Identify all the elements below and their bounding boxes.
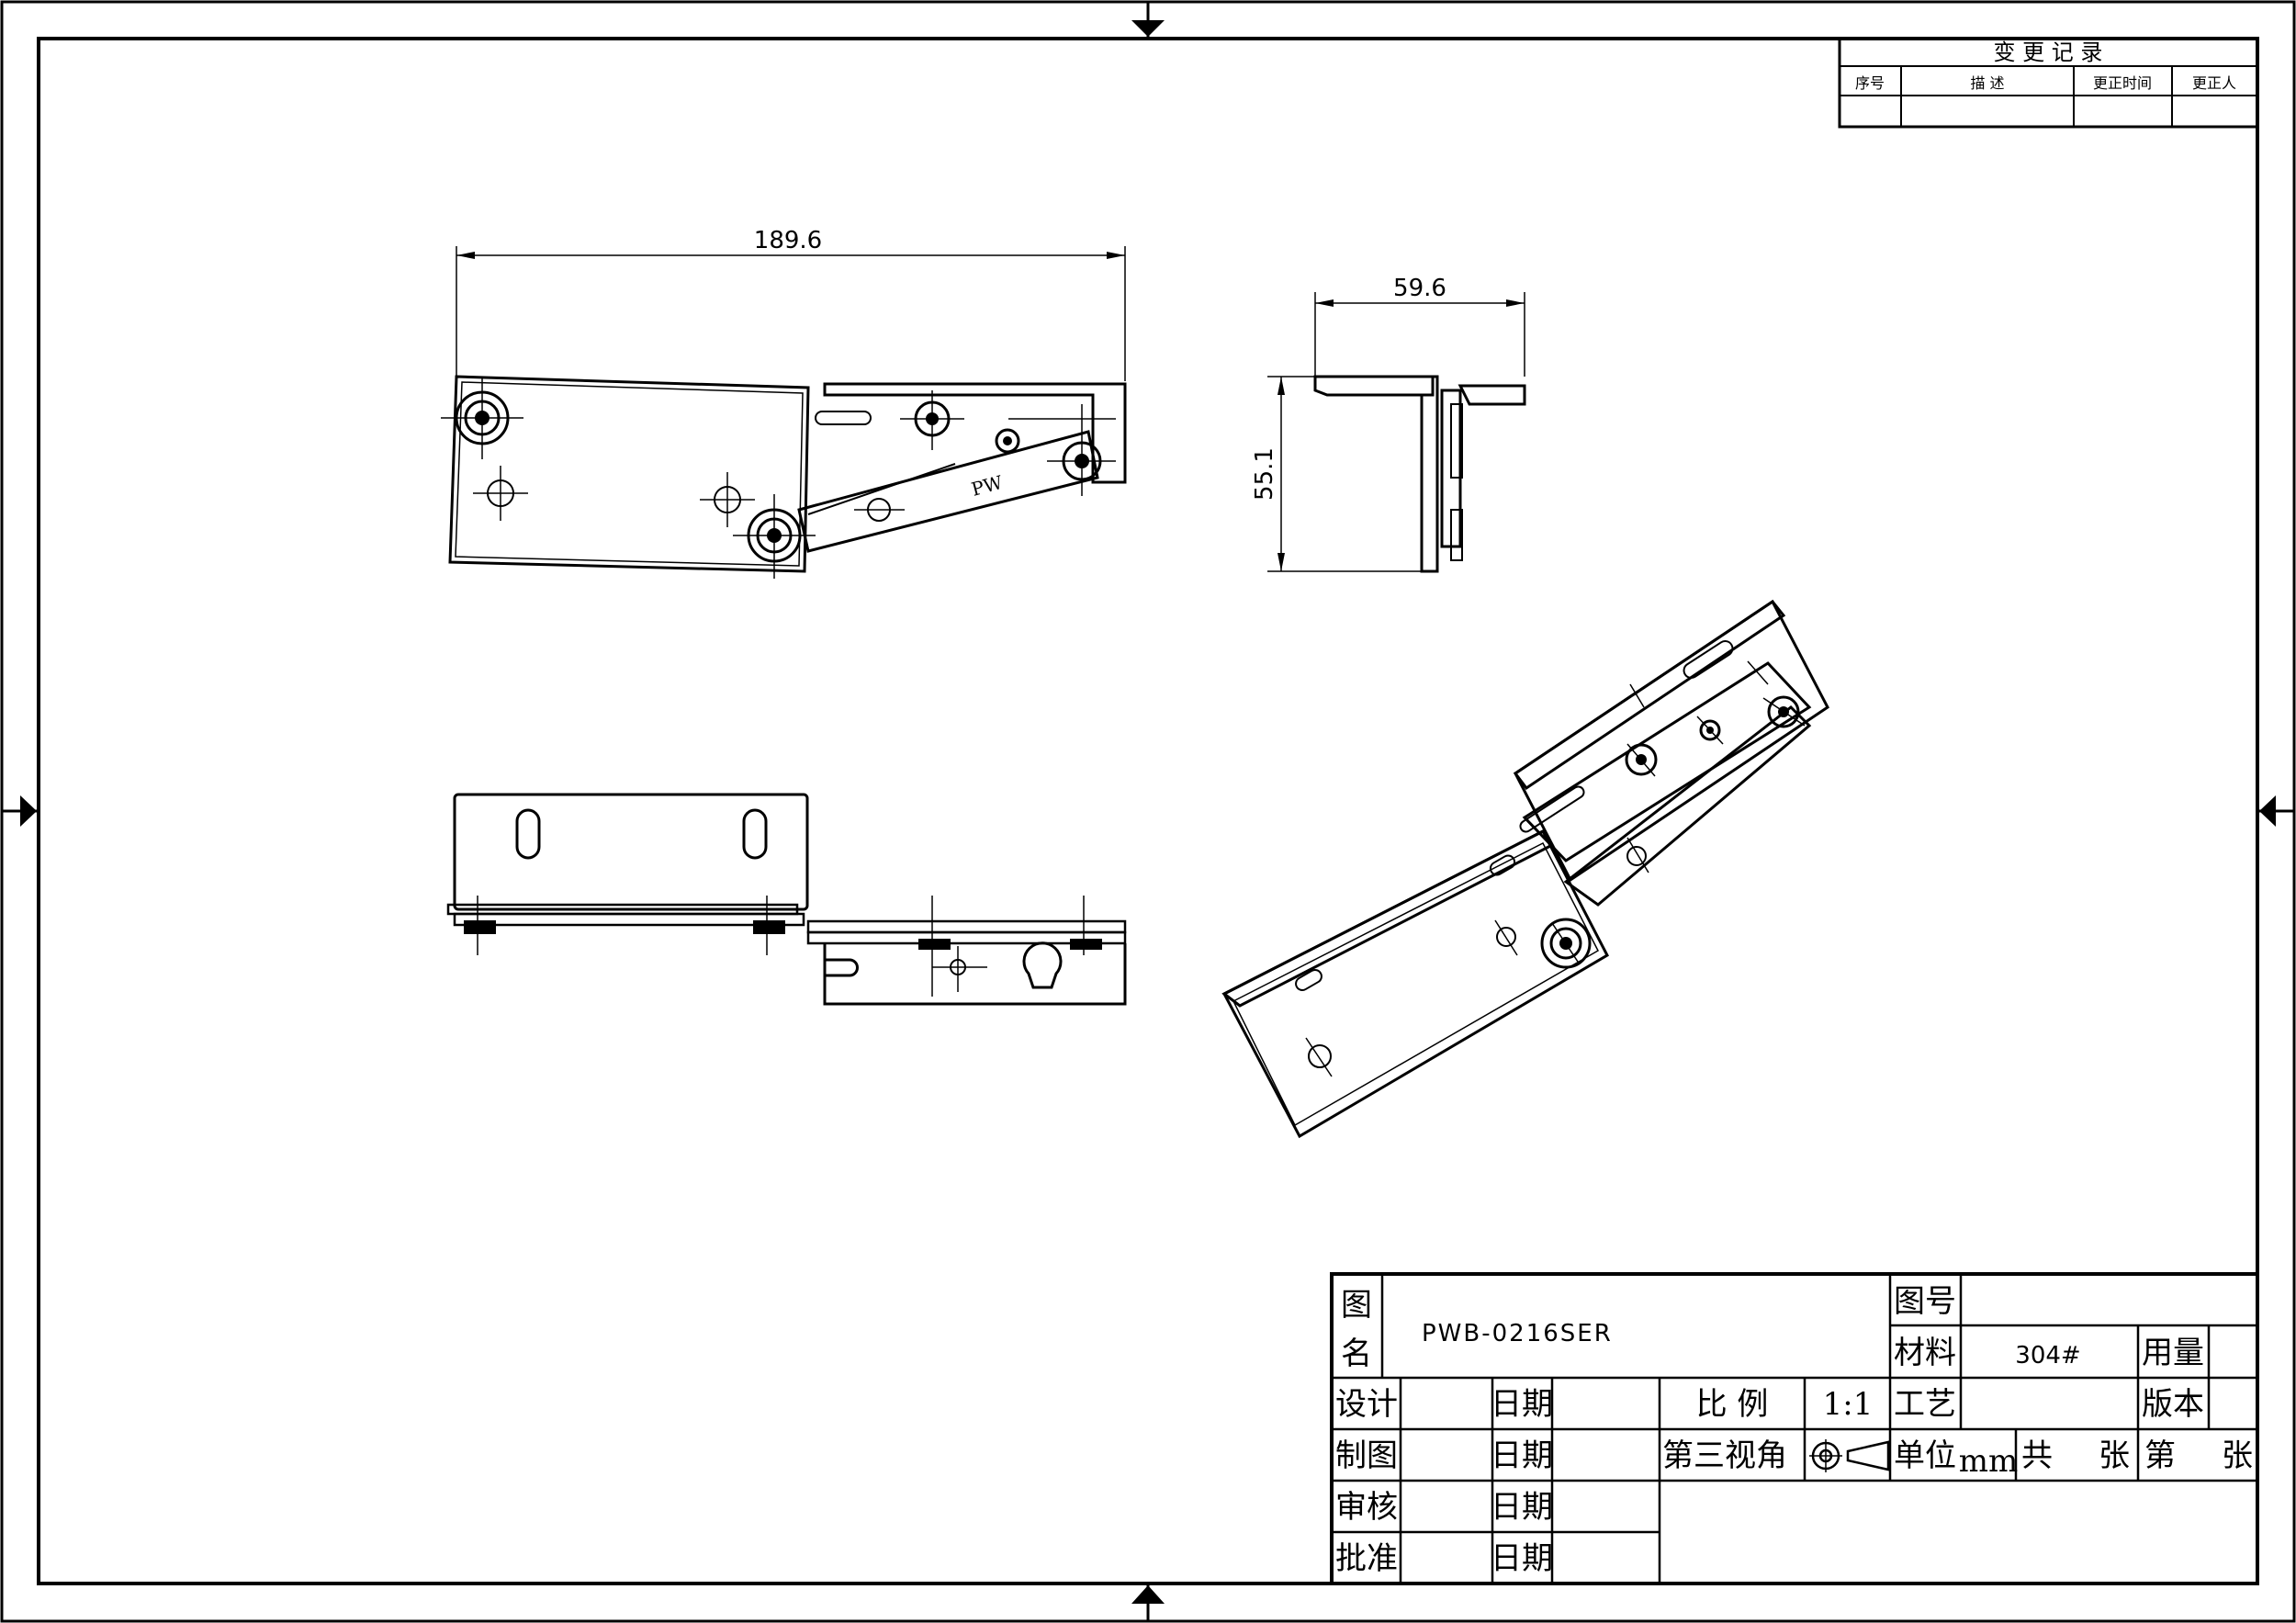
value-material: 304# xyxy=(2015,1342,2080,1369)
label-total: 共 xyxy=(2021,1437,2053,1474)
third-angle-projection-icon xyxy=(1809,1439,1890,1472)
side-view: 59.6 55.1 xyxy=(1251,275,1526,573)
drawing-name: PWB-0216SER xyxy=(1422,1320,1613,1347)
change-col-desc: 描 述 xyxy=(1970,74,2004,92)
dim-width-top: 189.6 xyxy=(754,227,822,254)
label-unit: 单位 xyxy=(1894,1437,1956,1474)
front-view: 189.6 PW xyxy=(441,227,1127,579)
label-date-3: 日期 xyxy=(1491,1489,1553,1526)
label-date-1: 日期 xyxy=(1491,1386,1553,1423)
value-scale: 1:1 xyxy=(1823,1386,1874,1423)
label-page: 第 xyxy=(2144,1437,2176,1474)
label-process: 工艺 xyxy=(1894,1386,1956,1423)
dim-height-side: 55.1 xyxy=(1251,447,1278,501)
label-date-4: 日期 xyxy=(1491,1540,1553,1577)
top-view xyxy=(446,793,1127,1006)
title-block: 图 名 PWB-0216SER 图号 材料 304# 用量 设计 日期 比 例 … xyxy=(1330,1272,2259,1585)
label-drawing-no: 图号 xyxy=(1894,1283,1956,1320)
label-material: 材料 xyxy=(1894,1335,1956,1371)
part-marking-front: PW xyxy=(969,471,1005,501)
label-projection: 第三视角 xyxy=(1662,1437,1787,1474)
label-total-unit: 张 xyxy=(2099,1437,2130,1474)
label-design: 设计 xyxy=(1335,1386,1398,1423)
label-name-2: 名 xyxy=(1341,1336,1372,1372)
label-scale: 比 例 xyxy=(1696,1386,1769,1423)
label-name-1: 图 xyxy=(1341,1287,1372,1324)
change-record-title: 变 更 记 录 xyxy=(1994,39,2103,65)
label-review: 审核 xyxy=(1335,1489,1398,1526)
label-date-2: 日期 xyxy=(1491,1437,1553,1474)
isometric-view xyxy=(1221,599,1829,1139)
dim-width-side: 59.6 xyxy=(1393,275,1446,302)
label-page-unit: 张 xyxy=(2222,1437,2253,1474)
value-unit: mm xyxy=(1959,1443,2018,1480)
change-col-seq: 序号 xyxy=(1855,74,1885,92)
label-approve: 批准 xyxy=(1335,1540,1398,1577)
change-col-person: 更正人 xyxy=(2192,74,2236,92)
label-version: 版本 xyxy=(2142,1386,2204,1423)
change-col-time: 更正时间 xyxy=(2093,74,2152,92)
label-drafting: 制图 xyxy=(1335,1437,1398,1474)
label-quantity: 用量 xyxy=(2142,1335,2204,1371)
change-record-table: 变 更 记 录 序号 描 述 更正时间 更正人 xyxy=(1838,37,2259,129)
